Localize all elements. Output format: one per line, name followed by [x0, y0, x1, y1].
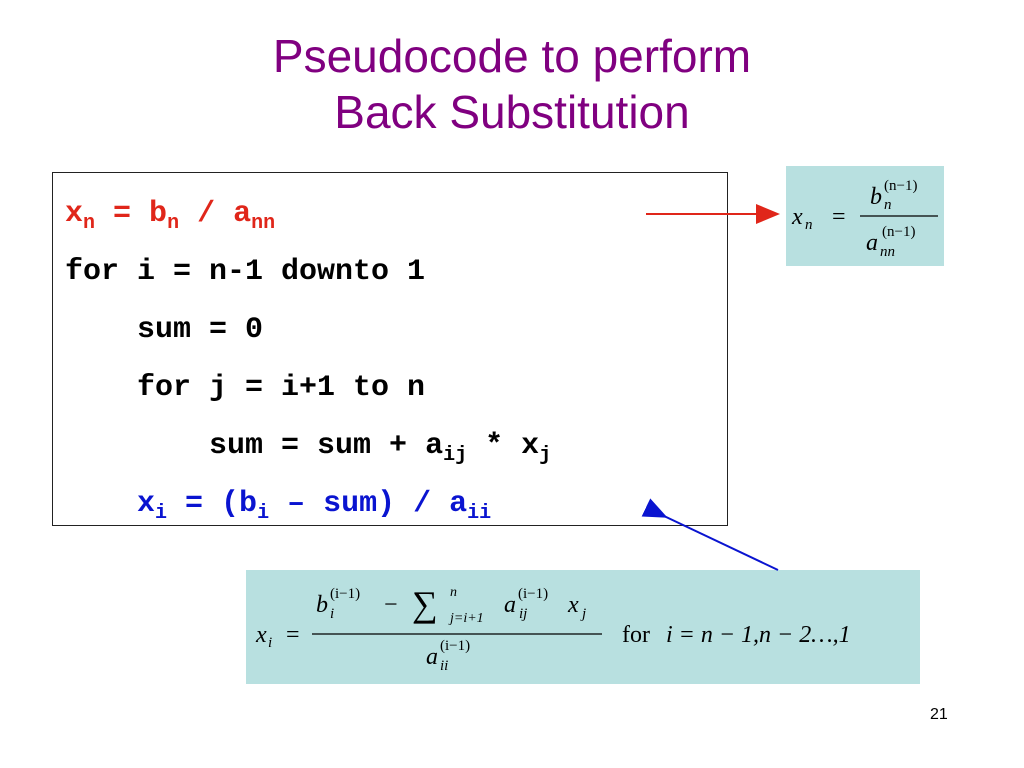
formula-den: a — [866, 230, 878, 256]
code-token: x — [137, 487, 156, 521]
code-token: – sum) / a — [269, 487, 468, 521]
code-line-1: xn = bn / ann — [65, 185, 551, 243]
formula-lhs-sub: i — [268, 635, 272, 651]
formula-eq: = — [832, 204, 846, 230]
formula-lhs-sub: n — [805, 217, 813, 233]
formula-lhs: x — [255, 622, 267, 648]
formula-sum-sup: n — [450, 585, 457, 600]
formula-a-sup: (i−1) — [518, 586, 548, 602]
summation-symbol: ∑ — [412, 584, 438, 624]
code-token: = — [95, 197, 150, 231]
code-token: * x — [467, 429, 540, 463]
formula-xn-box: x n b n (n−1) a nn (n−1) = — [786, 166, 944, 266]
slide-title: Pseudocode to perform Back Substitution — [0, 28, 1024, 140]
code-subscript: nn — [251, 212, 276, 235]
formula-lhs: x — [791, 204, 803, 230]
formula-eq: = — [286, 622, 300, 648]
formula-b-sup: (i−1) — [330, 586, 360, 602]
code-line-3: sum = 0 — [65, 313, 264, 347]
code-subscript: n — [83, 212, 96, 235]
title-line-1: Pseudocode to perform — [272, 30, 752, 82]
formula-x: x — [567, 592, 579, 618]
formula-num-sub: n — [884, 197, 892, 213]
title-line-2: Back Substitution — [334, 86, 690, 138]
pseudocode-box: xn = bn / ann for i = n-1 downto 1 sum =… — [52, 172, 728, 526]
code-token: b — [149, 197, 168, 231]
code-subscript: ii — [467, 502, 492, 525]
formula-xn: x n b n (n−1) a nn (n−1) = — [791, 178, 938, 260]
formula-xi-box: x i b i (i−1) n j=i+1 a ij (i−1) x j a i… — [246, 570, 920, 684]
formula-minus: − — [384, 592, 398, 618]
code-subscript: ij — [443, 444, 468, 467]
pseudocode: xn = bn / ann for i = n-1 downto 1 sum =… — [65, 185, 551, 533]
formula-for-word: for — [622, 622, 650, 648]
code-subscript: i — [257, 502, 270, 525]
code-token: = (b — [167, 487, 258, 521]
code-token: x — [65, 197, 84, 231]
code-subscript: i — [155, 502, 168, 525]
formula-num: b — [870, 184, 882, 210]
formula-den-sup: (i−1) — [440, 638, 470, 654]
code-token: sum = sum + a — [209, 429, 444, 463]
formula-sum-sub: j=i+1 — [448, 611, 484, 626]
code-subscript: n — [167, 212, 180, 235]
formula-condition: i = n − 1,n − 2…,1 — [666, 622, 851, 648]
code-line-5: sum = sum + aij * xj — [65, 417, 551, 475]
formula-den-sup: (n−1) — [882, 224, 915, 240]
formula-b: b — [316, 592, 328, 618]
formula-den: a — [426, 644, 438, 670]
code-line-4: for j = i+1 to n — [65, 371, 426, 405]
code-token: a — [233, 197, 252, 231]
code-line-6: xi = (bi – sum) / aii — [65, 475, 551, 533]
code-line-2: for i = n-1 downto 1 — [65, 255, 426, 289]
code-subscript: j — [539, 444, 552, 467]
formula-den-sub: ii — [440, 658, 448, 674]
code-token: / — [179, 197, 234, 231]
formula-b-sub: i — [330, 606, 334, 622]
formula-a-sub: ij — [519, 606, 527, 622]
formula-x-sub: j — [580, 606, 586, 622]
formula-xi: x i b i (i−1) n j=i+1 a ij (i−1) x j a i… — [255, 584, 851, 674]
blue-arrow — [641, 498, 779, 571]
formula-a: a — [504, 592, 516, 618]
formula-num-sup: (n−1) — [884, 178, 917, 194]
formula-den-sub: nn — [880, 244, 895, 260]
page-number: 21 — [930, 706, 948, 723]
